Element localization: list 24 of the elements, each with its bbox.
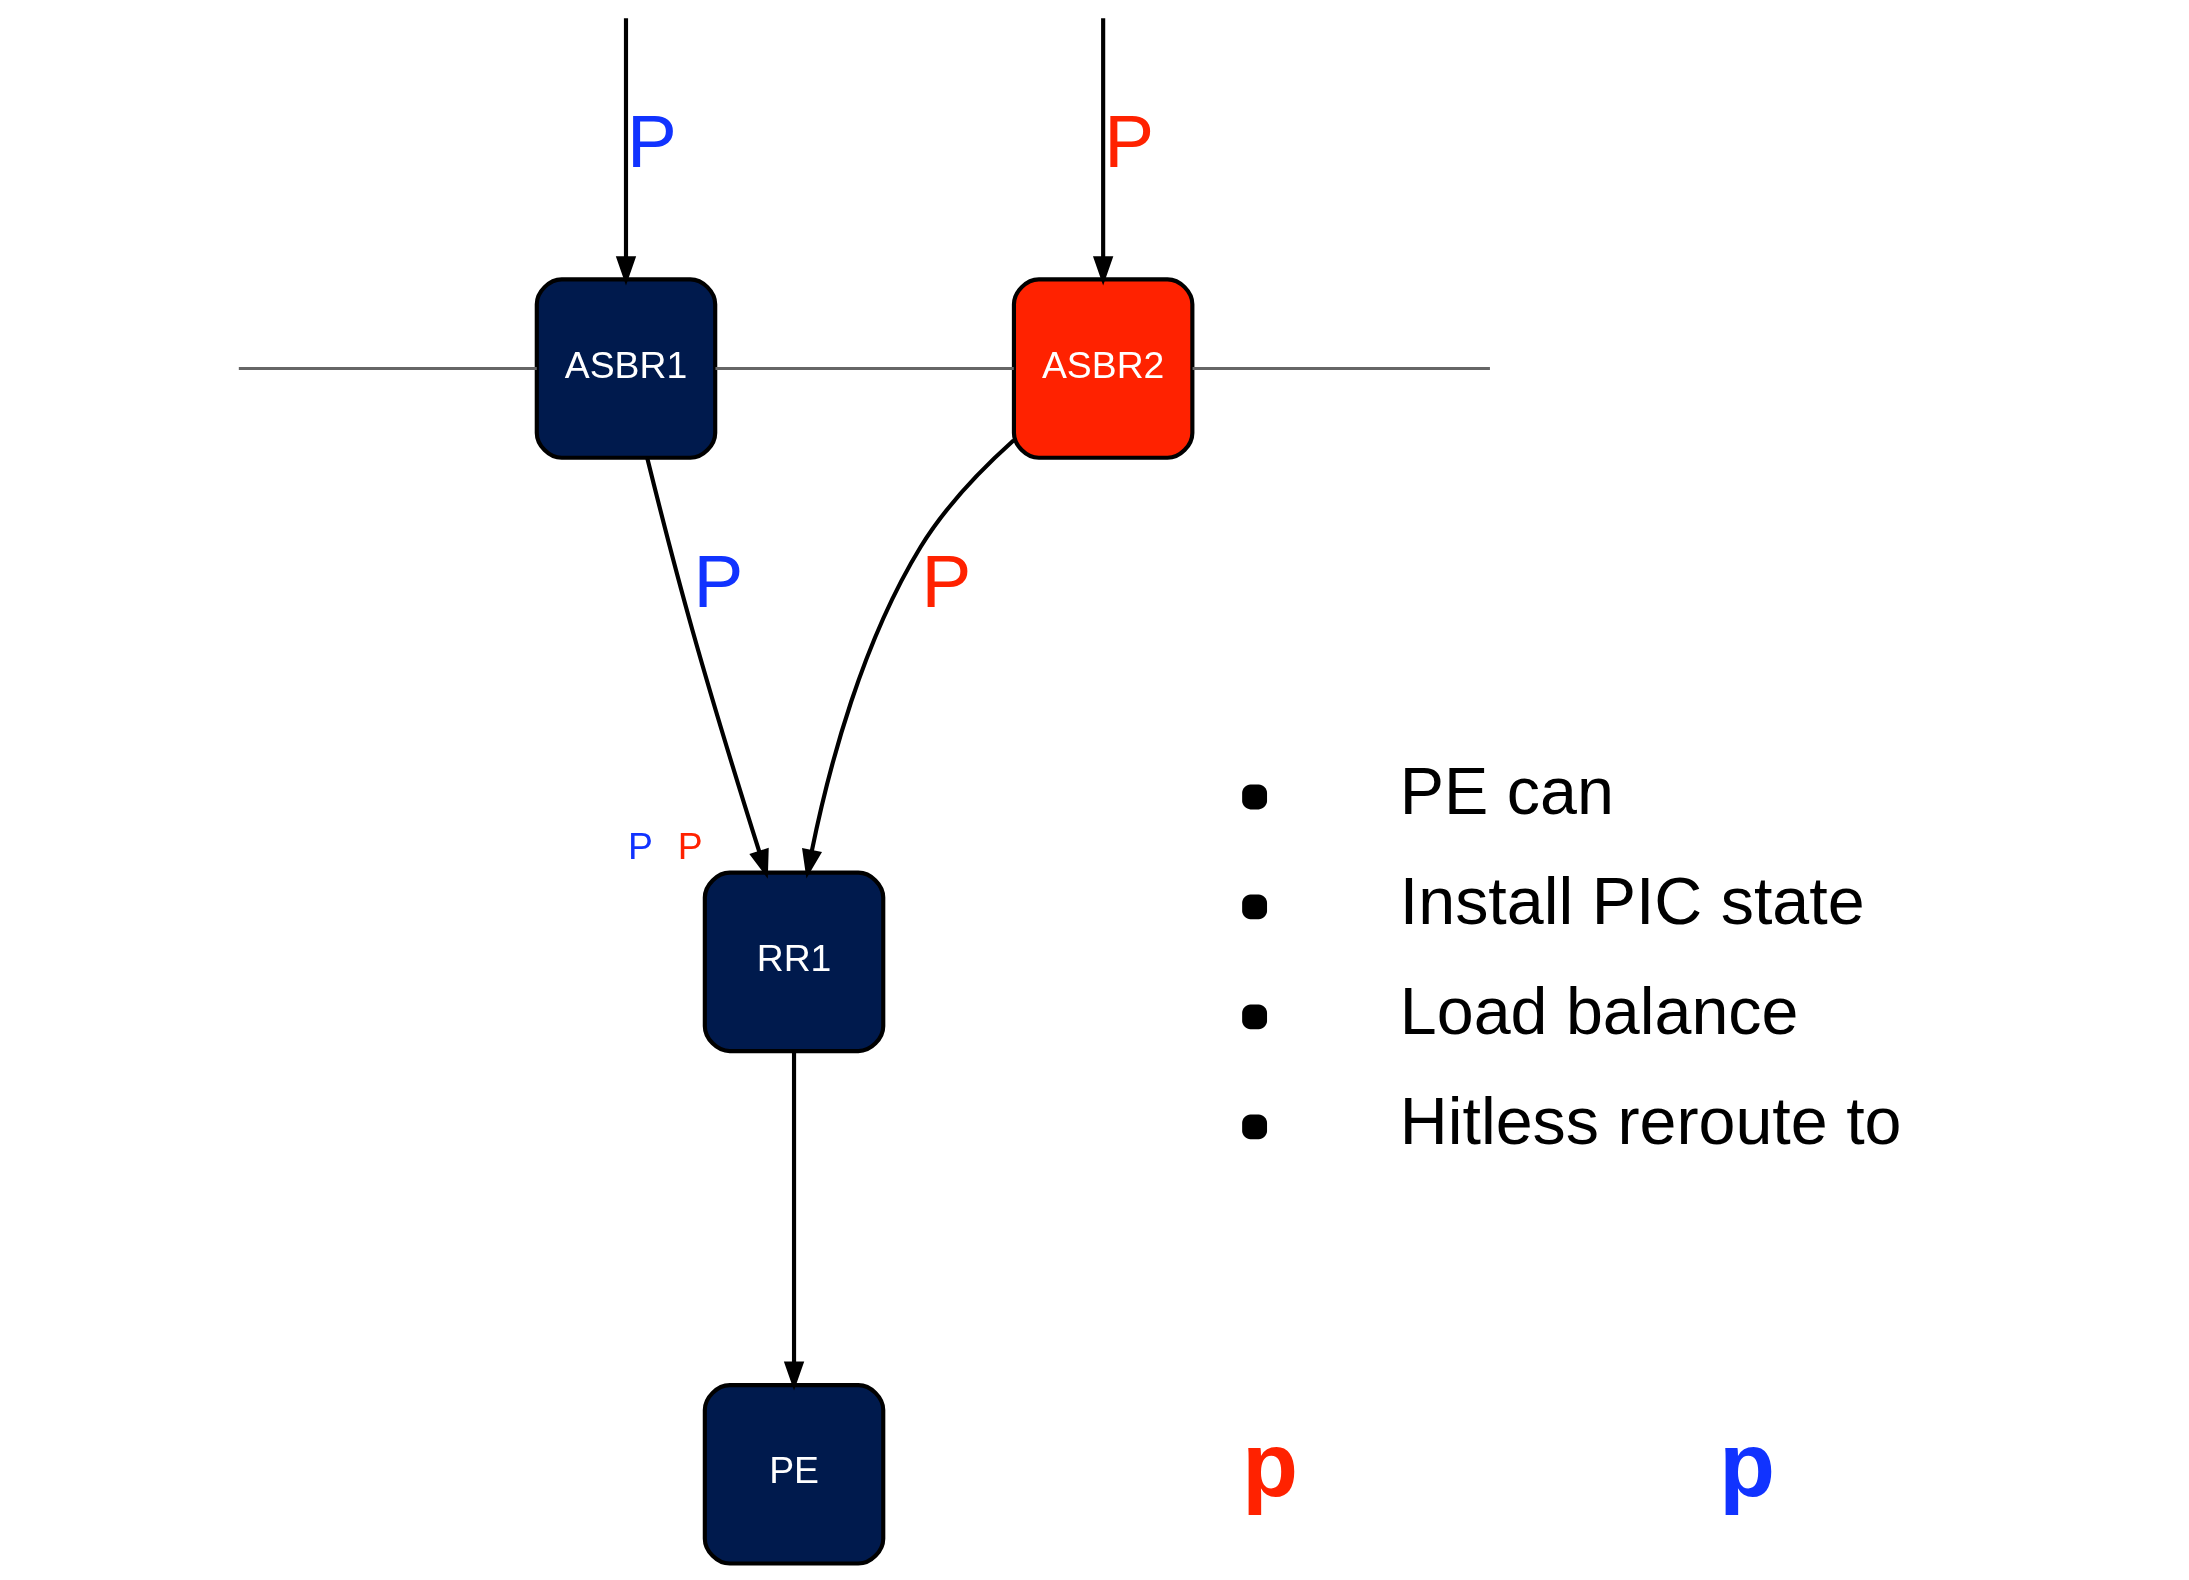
- label: Hitless reroute to: [1399, 1083, 1902, 1158]
- arrow: [615, 18, 636, 286]
- edge-label: P: [1103, 98, 1154, 183]
- edge-label: P: [921, 538, 971, 623]
- node-box: ASBR1: [534, 277, 717, 460]
- arrow: [783, 1051, 804, 1391]
- arrow: [644, 457, 769, 879]
- edge-label: P: [626, 98, 677, 183]
- node-label: P: [677, 825, 703, 867]
- label: Install PIC state: [1399, 863, 1865, 938]
- connector: [714, 367, 1014, 371]
- connector: [1192, 367, 1490, 371]
- label: PE can: [1399, 753, 1614, 828]
- edge-label: P: [692, 538, 743, 623]
- node-box: ASBR2: [1011, 277, 1194, 460]
- node-box: PE: [702, 1383, 885, 1566]
- node-box: RR1: [702, 870, 885, 1054]
- arrow: [801, 438, 1015, 879]
- label: p: [1241, 1412, 1298, 1515]
- label: Load balance: [1399, 973, 1798, 1048]
- connector: [238, 367, 537, 371]
- label: p: [1718, 1412, 1775, 1515]
- arrow: [1092, 18, 1113, 286]
- node-label: P: [627, 825, 653, 867]
